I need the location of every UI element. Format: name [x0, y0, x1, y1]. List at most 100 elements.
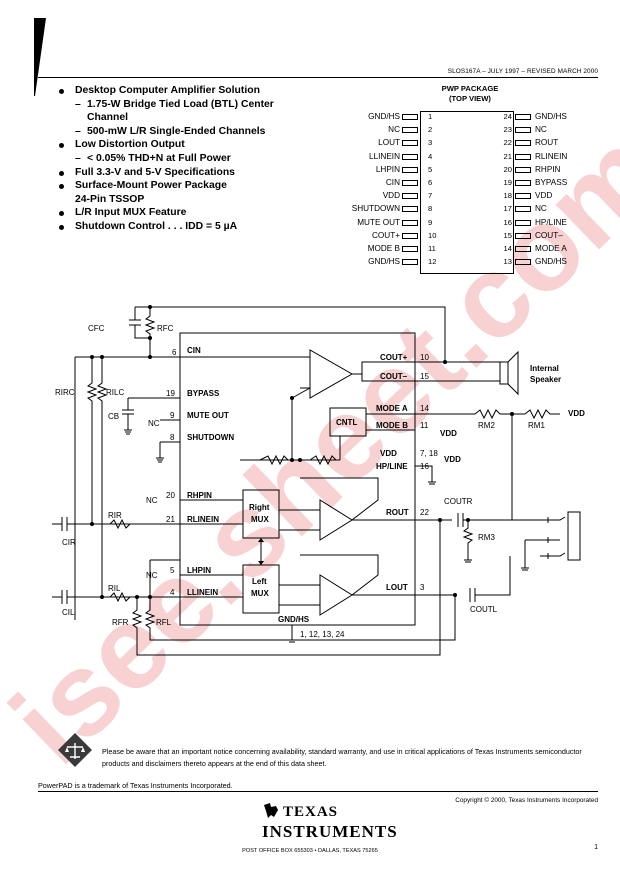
pin-lead-right: [515, 206, 531, 213]
lbl-pin11: 11: [420, 421, 429, 430]
pin-number-right: 20: [503, 164, 512, 174]
lbl-pin5: 5: [170, 566, 175, 575]
pin-lead-right: [515, 232, 531, 239]
pin-name-left: SHUTDOWN: [351, 204, 400, 214]
header-rule: [38, 77, 598, 78]
lbl-rfc: RFC: [157, 324, 174, 333]
lbl-pin20: 20: [166, 491, 175, 500]
pin-name-left: GND/HS: [368, 257, 400, 267]
ti-logo-icon: [264, 803, 278, 818]
feature-item: Full 3.3-V and 5-V Specifications: [55, 166, 315, 180]
lbl-rirc: RIRC: [55, 388, 75, 397]
pin-name-left: NC: [388, 125, 400, 135]
lbl-pin22: 22: [420, 508, 429, 517]
pin-lead-right: [515, 140, 531, 147]
lbl-pin15: 15: [420, 372, 429, 381]
pin-lead-right: [515, 259, 531, 266]
lbl-rm1: RM1: [528, 421, 545, 430]
lbl-rfl: RFL: [156, 618, 172, 627]
lbl-cntl: CNTL: [336, 418, 357, 427]
footer-rule: [38, 791, 598, 792]
pin-name-right: NC: [535, 125, 547, 135]
pin-name-left: GND/HS: [368, 112, 400, 121]
pin-name-right: HP/LINE: [535, 217, 567, 227]
pin-lead-right: [515, 219, 531, 226]
lbl-rir: RIR: [108, 511, 122, 520]
lbl-vdd-a: VDD: [440, 429, 457, 438]
pin-name-right: GND/HS: [535, 112, 567, 121]
pin-number-right: 24: [503, 112, 512, 121]
pin-number-left: 3: [428, 138, 433, 148]
feature-subitem: –500-mW L/R Single-Ended Channels: [75, 125, 266, 137]
lbl-nc3: NC: [146, 571, 158, 580]
lbl-vdd-pin: VDD: [380, 449, 397, 458]
pin-number-right: 19: [503, 178, 512, 187]
lbl-shutdown: SHUTDOWN: [187, 433, 234, 442]
feature-item-cont: 24-Pin TSSOP: [75, 193, 145, 205]
pin-name-right: GND/HS: [535, 257, 567, 267]
feature-list: Desktop Computer Amplifier Solution –1.7…: [55, 84, 315, 234]
logo-line2: INSTRUMENTS: [262, 822, 398, 841]
feature-subitem: –1.75-W Bridge Tied Load (BTL) Center: [75, 98, 274, 110]
pin-lead-right: [515, 180, 531, 186]
pin-number-right: 13: [503, 257, 512, 267]
pin-name-right: RHPIN: [535, 164, 561, 174]
pin-number-right: 15: [503, 230, 512, 240]
pin-number-left: 6: [428, 178, 433, 187]
lbl-speaker: Internal: [530, 364, 559, 373]
warning-scales-icon: [58, 733, 92, 767]
pin-lead-left: [402, 114, 418, 120]
pin-number-left: 2: [428, 125, 433, 135]
pin-number-right: 22: [503, 138, 512, 148]
pin-lead-left: [402, 153, 418, 160]
pin-number-left: 4: [428, 151, 433, 161]
pin-lead-left: [402, 219, 418, 226]
pin-number-right: 18: [503, 191, 512, 201]
lbl-rlinein: RLINEIN: [187, 515, 219, 524]
package-title: PWP PACKAGE (TOP VIEW): [441, 84, 499, 103]
pin-number-left: 5: [428, 164, 433, 174]
lbl-lout: LOUT: [386, 583, 408, 592]
pin-name-left: VDD: [382, 191, 400, 201]
lbl-rilc: RILC: [106, 388, 124, 397]
lbl-pin19: 19: [166, 389, 175, 398]
pin-name-left: LOUT: [378, 138, 400, 148]
trademark-text: PowerPAD is a trademark of Texas Instrum…: [38, 781, 233, 790]
lbl-gndhs: GND/HS: [278, 615, 310, 624]
lbl-rmux1: Right: [249, 503, 270, 512]
pin-lead-left: [402, 127, 418, 134]
notice-text: Please be aware that an important notice…: [102, 747, 582, 768]
feature-item: Desktop Computer Amplifier Solution: [55, 84, 315, 98]
pin-name-right: COUT–: [535, 230, 563, 240]
feature-subitem-cont: Channel: [87, 112, 128, 124]
feature-item: Shutdown Control . . . IDD = 5 µA: [55, 220, 315, 234]
lbl-cfc: CFC: [88, 324, 105, 333]
lbl-pin3: 3: [420, 583, 425, 592]
pin-number-left: 11: [428, 244, 436, 253]
lbl-rm3: RM3: [478, 533, 495, 542]
lbl-coutr: COUTR: [444, 497, 473, 506]
pin-lead-right: [515, 166, 531, 173]
pin-name-left: COUT+: [372, 230, 400, 240]
pin-lead-right: [515, 153, 531, 160]
lbl-modea: MODE A: [376, 404, 408, 413]
lbl-hpline: HP/LINE: [376, 462, 408, 471]
pin-number-left: 1: [428, 112, 433, 121]
pin-lead-left: [402, 140, 418, 147]
lbl-cir: CIR: [62, 538, 76, 547]
pin-lead-left: [402, 259, 418, 266]
lbl-rhpin: RHPIN: [187, 491, 212, 500]
lbl-modeb: MODE B: [376, 421, 408, 430]
logo-line1: TEXAS: [283, 804, 339, 820]
lbl-cil: CIL: [62, 608, 75, 617]
pin-name-right: RLINEIN: [535, 151, 568, 161]
feature-item: Surface-Mount Power Package: [55, 179, 315, 193]
lbl-bypass: BYPASS: [187, 389, 220, 398]
pin-name-right: BYPASS: [535, 178, 568, 187]
pin-lead-right: [515, 246, 531, 252]
lbl-coutm: COUT–: [380, 372, 408, 381]
address-text: POST OFFICE BOX 655303 • DALLAS, TEXAS 7…: [242, 848, 378, 854]
lbl-llinein: LLINEIN: [187, 588, 218, 597]
lbl-pin14: 14: [420, 404, 429, 413]
